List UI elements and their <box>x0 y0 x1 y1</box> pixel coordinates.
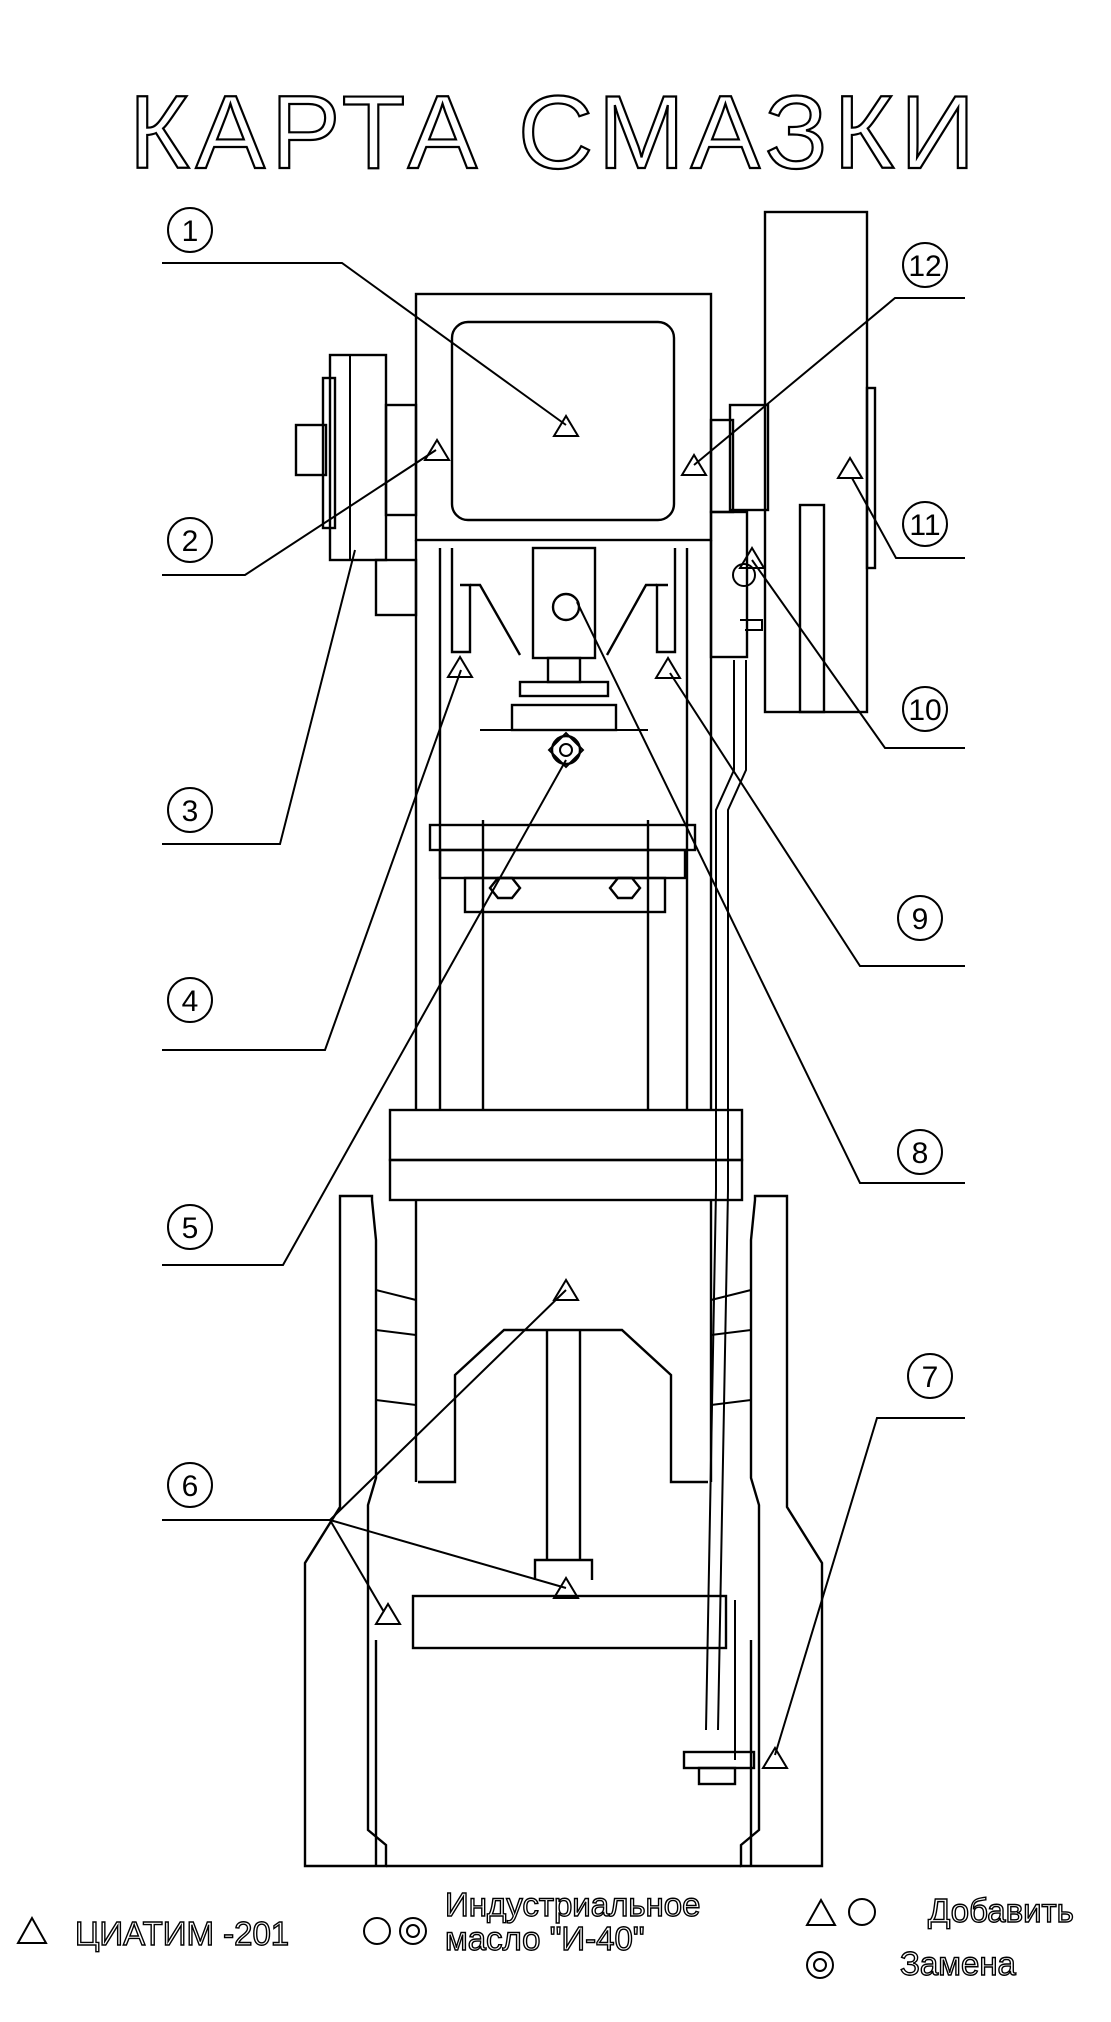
lubrication-points <box>374 414 864 1769</box>
grease-point-triangle-icon <box>552 1278 580 1301</box>
svg-text:3: 3 <box>182 795 199 828</box>
legend-lubricant-2-line-1: Индустриальное <box>445 1886 700 1923</box>
svg-text:8: 8 <box>912 1137 929 1170</box>
grease-point-triangle-icon <box>552 1576 580 1599</box>
svg-text:10: 10 <box>908 694 941 727</box>
grease-point-triangle-icon <box>680 453 708 476</box>
callout-10: 10 <box>902 686 948 732</box>
grease-point-triangle-icon <box>446 655 474 678</box>
legend-add-triangle-icon <box>805 1897 837 1926</box>
svg-text:11: 11 <box>909 509 940 542</box>
svg-text:1: 1 <box>182 215 199 248</box>
callout-5: 5 <box>167 1204 213 1250</box>
svg-text:4: 4 <box>182 985 199 1018</box>
callout-7: 7 <box>907 1353 953 1399</box>
svg-text:12: 12 <box>908 250 941 283</box>
legend: ЦИАТИМ -201 Индустриальное масло "И-40" … <box>16 1885 1075 1983</box>
legend-triangle-icon <box>16 1915 48 1944</box>
callout-1: 1 <box>167 207 213 253</box>
svg-text:6: 6 <box>182 1470 199 1503</box>
callout-9: 9 <box>897 895 943 941</box>
callout-12: 12 <box>902 242 948 288</box>
grease-point-triangle-icon <box>761 1746 789 1769</box>
legend-circle-icon <box>363 1917 391 1945</box>
callouts: 1 2 3 4 5 6 7 8 <box>167 207 953 1508</box>
leader-lines <box>162 262 965 1756</box>
legend-action-add: Добавить <box>928 1892 1074 1929</box>
press-machine-drawing <box>294 210 877 1868</box>
legend-action-replace: Замена <box>900 1945 1017 1982</box>
svg-text:2: 2 <box>182 525 199 558</box>
grease-point-triangle-icon <box>374 1602 402 1625</box>
callout-11: 11 <box>902 501 948 547</box>
legend-lubricant-2-line-2: масло "И-40" <box>445 1920 645 1957</box>
svg-text:7: 7 <box>922 1361 939 1394</box>
grease-point-triangle-icon <box>836 456 864 479</box>
callout-2: 2 <box>167 517 213 563</box>
callout-8: 8 <box>897 1129 943 1175</box>
page-title: КАРТА СМАЗКИ <box>129 75 981 191</box>
callout-6: 6 <box>167 1462 213 1508</box>
legend-add-circle-icon <box>848 1898 876 1926</box>
grease-point-triangle-icon <box>654 656 682 679</box>
legend-replace-double-circle-icon <box>806 1951 834 1979</box>
svg-text:5: 5 <box>182 1212 199 1245</box>
callout-3: 3 <box>167 787 213 833</box>
grease-point-triangle-icon <box>552 414 580 437</box>
svg-text:9: 9 <box>912 903 929 936</box>
legend-lubricant-1: ЦИАТИМ -201 <box>75 1915 289 1952</box>
callout-4: 4 <box>167 977 213 1023</box>
grease-point-triangle-icon <box>738 546 766 569</box>
legend-double-circle-icon <box>399 1917 427 1945</box>
grease-point-triangle-icon <box>423 438 451 461</box>
